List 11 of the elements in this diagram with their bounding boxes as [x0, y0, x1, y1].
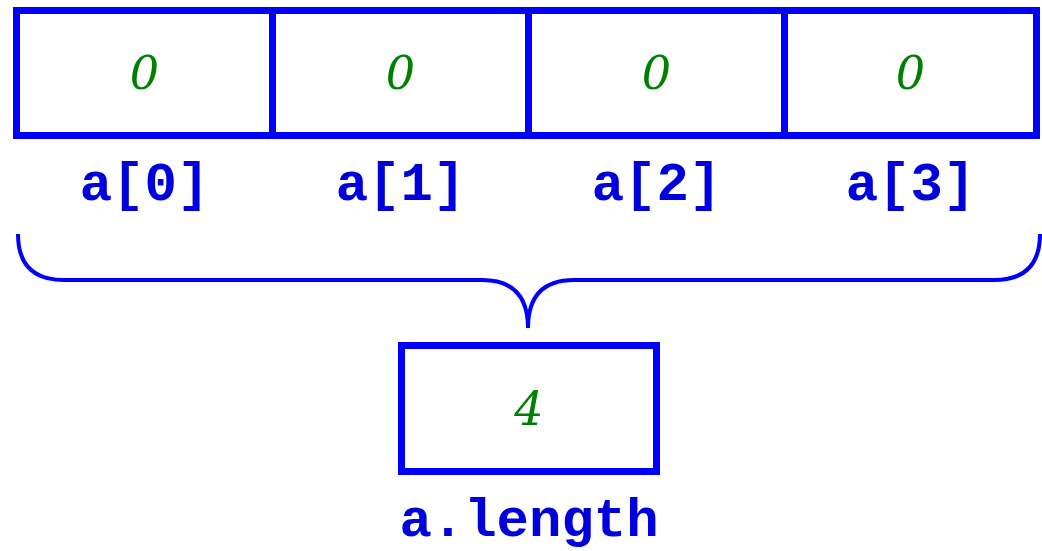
length-box [398, 342, 660, 475]
value-text: 0 [129, 50, 160, 96]
variable-label: a[0] [78, 156, 211, 216]
value-text: 4 [514, 385, 544, 432]
value-text: 0 [895, 50, 926, 96]
variable-label: a[2] [590, 156, 723, 216]
value-text: 0 [641, 50, 672, 96]
variable-label: a[3] [844, 156, 977, 216]
value-text: 0 [385, 50, 416, 96]
variable-label: a[1] [334, 156, 467, 216]
variable-label: a.length [398, 492, 660, 551]
